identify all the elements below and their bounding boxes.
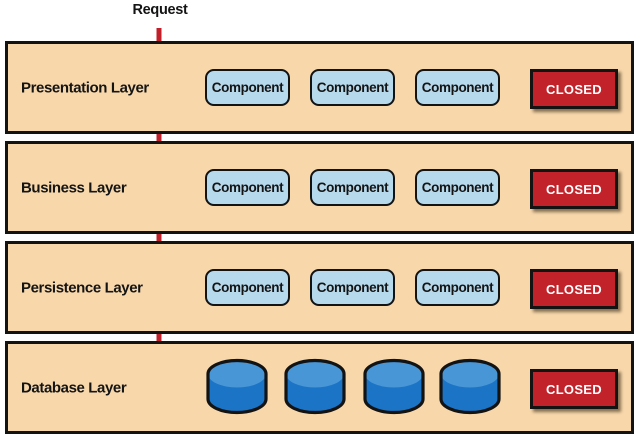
component-box: Component	[415, 69, 500, 106]
component-box: Component	[205, 169, 290, 206]
layer-presentation: Presentation Layer Component Component C…	[5, 41, 634, 134]
layer-database: Database Layer CLOSED	[5, 341, 634, 434]
component-box: Component	[310, 69, 395, 106]
layer-label: Database Layer	[21, 379, 127, 396]
database-cylinder-icon	[363, 358, 425, 415]
closed-badge: CLOSED	[530, 369, 618, 409]
request-label: Request	[132, 2, 188, 18]
closed-badge: CLOSED	[530, 269, 618, 309]
layer-persistence: Persistence Layer Component Component Co…	[5, 241, 634, 334]
component-box: Component	[205, 269, 290, 306]
layer-label: Business Layer	[21, 179, 127, 196]
database-cylinder-icon	[439, 358, 501, 415]
closed-badge: CLOSED	[530, 69, 618, 109]
component-box: Component	[415, 169, 500, 206]
database-cylinder-icon	[284, 358, 346, 415]
component-box: Component	[205, 69, 290, 106]
component-box: Component	[415, 269, 500, 306]
component-box: Component	[310, 269, 395, 306]
closed-badge: CLOSED	[530, 169, 618, 209]
layer-label: Persistence Layer	[21, 279, 143, 296]
component-box: Component	[310, 169, 395, 206]
layer-label: Presentation Layer	[21, 79, 149, 96]
database-cylinder-icon	[206, 358, 268, 415]
layer-business: Business Layer Component Component Compo…	[5, 141, 634, 234]
